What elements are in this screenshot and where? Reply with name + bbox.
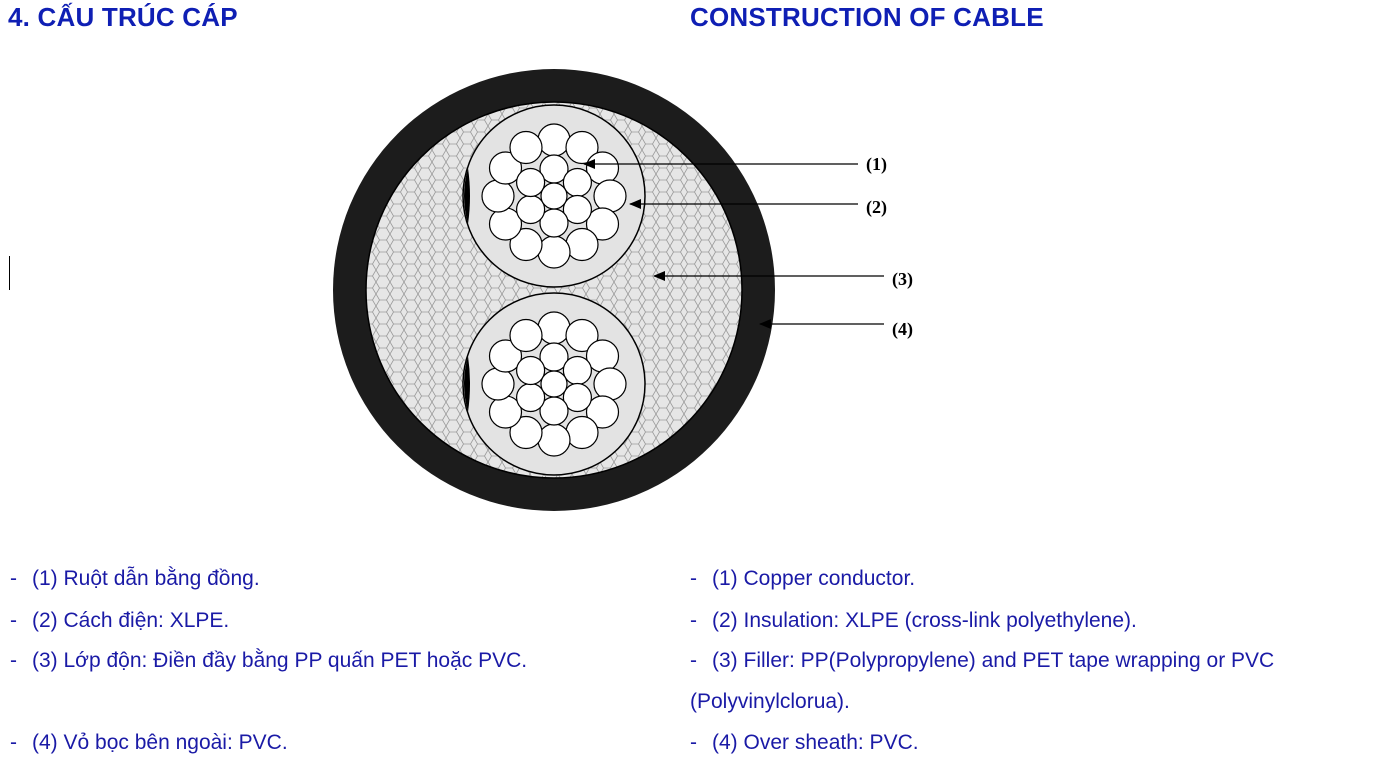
conductor-strand (481, 179, 515, 213)
text-cursor (9, 256, 10, 290)
conductor-strand (540, 370, 568, 398)
callout-label-4: (4) (892, 319, 913, 340)
vi-item-1: -(1) Ruột dẫn bằng đồng. (10, 567, 260, 590)
filler-layer (365, 101, 743, 479)
conductor-strand (488, 151, 523, 185)
callout-label-3: (3) (892, 269, 913, 290)
callout-label-1: (1) (866, 154, 887, 175)
en-item-2: -(2) Insulation: XLPE (cross-link polyet… (690, 609, 1137, 632)
conductor-strand (488, 339, 523, 373)
conductor-strand (481, 367, 515, 401)
conductor-strand (537, 423, 571, 457)
callout-label-2: (2) (866, 197, 887, 218)
vi-item-3: -(3) Lớp độn: Điền đầy bằng PP quấn PET … (10, 649, 528, 672)
conductor-strand (509, 227, 543, 262)
heading-english: CONSTRUCTION OF CABLE (690, 2, 1044, 32)
conductor-strand (516, 194, 546, 225)
cable-cross-section-diagram: (1) (2) (3) (4) (333, 69, 913, 511)
vi-item-4: -(4) Vỏ bọc bên ngoài: PVC. (10, 731, 288, 754)
vi-item-2: -(2) Cách điện: XLPE. (10, 609, 230, 632)
conductor-strand (509, 415, 543, 450)
conductor-strand (562, 167, 592, 198)
en-item-3-continuation: (Polyvinylclorua). (690, 690, 850, 713)
conductor-strand (516, 355, 546, 386)
en-item-1: -(1) Copper conductor. (690, 567, 916, 590)
conductor-strand (537, 123, 571, 157)
bottom-core (462, 292, 646, 476)
conductor-strand (562, 355, 592, 386)
conductor-strand (537, 235, 571, 269)
en-item-4: -(4) Over sheath: PVC. (690, 731, 919, 754)
conductor-strand (516, 382, 546, 413)
en-item-3: -(3) Filler: PP(Polypropylene) and PET t… (690, 649, 1275, 672)
conductor-strand (593, 367, 627, 401)
conductor-strand (565, 227, 599, 262)
conductor-strand (585, 395, 620, 429)
conductor-strand (593, 179, 627, 213)
conductor-strand (562, 194, 592, 225)
conductor-strand (565, 415, 599, 450)
heading-vietnamese: 4. CẤU TRÚC CÁP (8, 2, 238, 32)
conductor-strand (565, 130, 599, 165)
conductor-strand (509, 130, 543, 165)
conductor-strand (562, 382, 592, 413)
conductor-strand (585, 207, 620, 241)
conductor-strand (516, 167, 546, 198)
conductor-strand (537, 311, 571, 345)
conductor-strand (540, 182, 568, 210)
conductor-strand (565, 318, 599, 353)
top-core (462, 104, 646, 288)
conductor-strand (509, 318, 543, 353)
